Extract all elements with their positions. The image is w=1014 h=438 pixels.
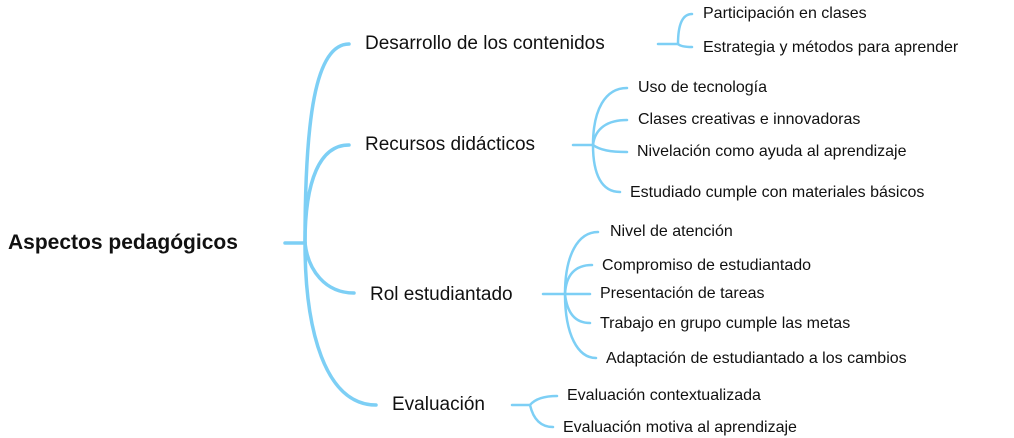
branch-rol: Rol estudiantado: [370, 284, 513, 305]
leaf-node: Evaluación contextualizada: [567, 387, 761, 404]
leaf-node: Presentación de tareas: [600, 285, 765, 302]
root-connectors: [283, 42, 378, 407]
leaf-node: Adaptación de estudiantado a los cambios: [606, 350, 907, 367]
branch-connectors: [510, 12, 694, 429]
leaf-node: Uso de tecnología: [638, 79, 767, 96]
leaf-node: Nivel de atención: [610, 223, 733, 240]
branch-desarrollo: Desarrollo de los contenidos: [365, 33, 605, 54]
leaf-node: Evaluación motiva al aprendizaje: [563, 419, 797, 436]
leaf-node: Compromiso de estudiantado: [602, 257, 812, 274]
leaf-node: Estudiado cumple con materiales básicos: [630, 184, 925, 201]
leaf-node: Estrategia y métodos para aprender: [703, 39, 959, 56]
leaf-node: Participación en clases: [703, 5, 867, 22]
leaf-node: Trabajo en grupo cumple las metas: [600, 315, 851, 332]
leaf-node: Clases creativas e innovadoras: [638, 111, 861, 128]
branch-evaluacion: Evaluación: [392, 394, 485, 415]
branch-recursos: Recursos didácticos: [365, 134, 536, 155]
root-node: Aspectos pedagógicos: [8, 231, 238, 254]
leaf-node: Nivelación como ayuda al aprendizaje: [637, 143, 907, 160]
